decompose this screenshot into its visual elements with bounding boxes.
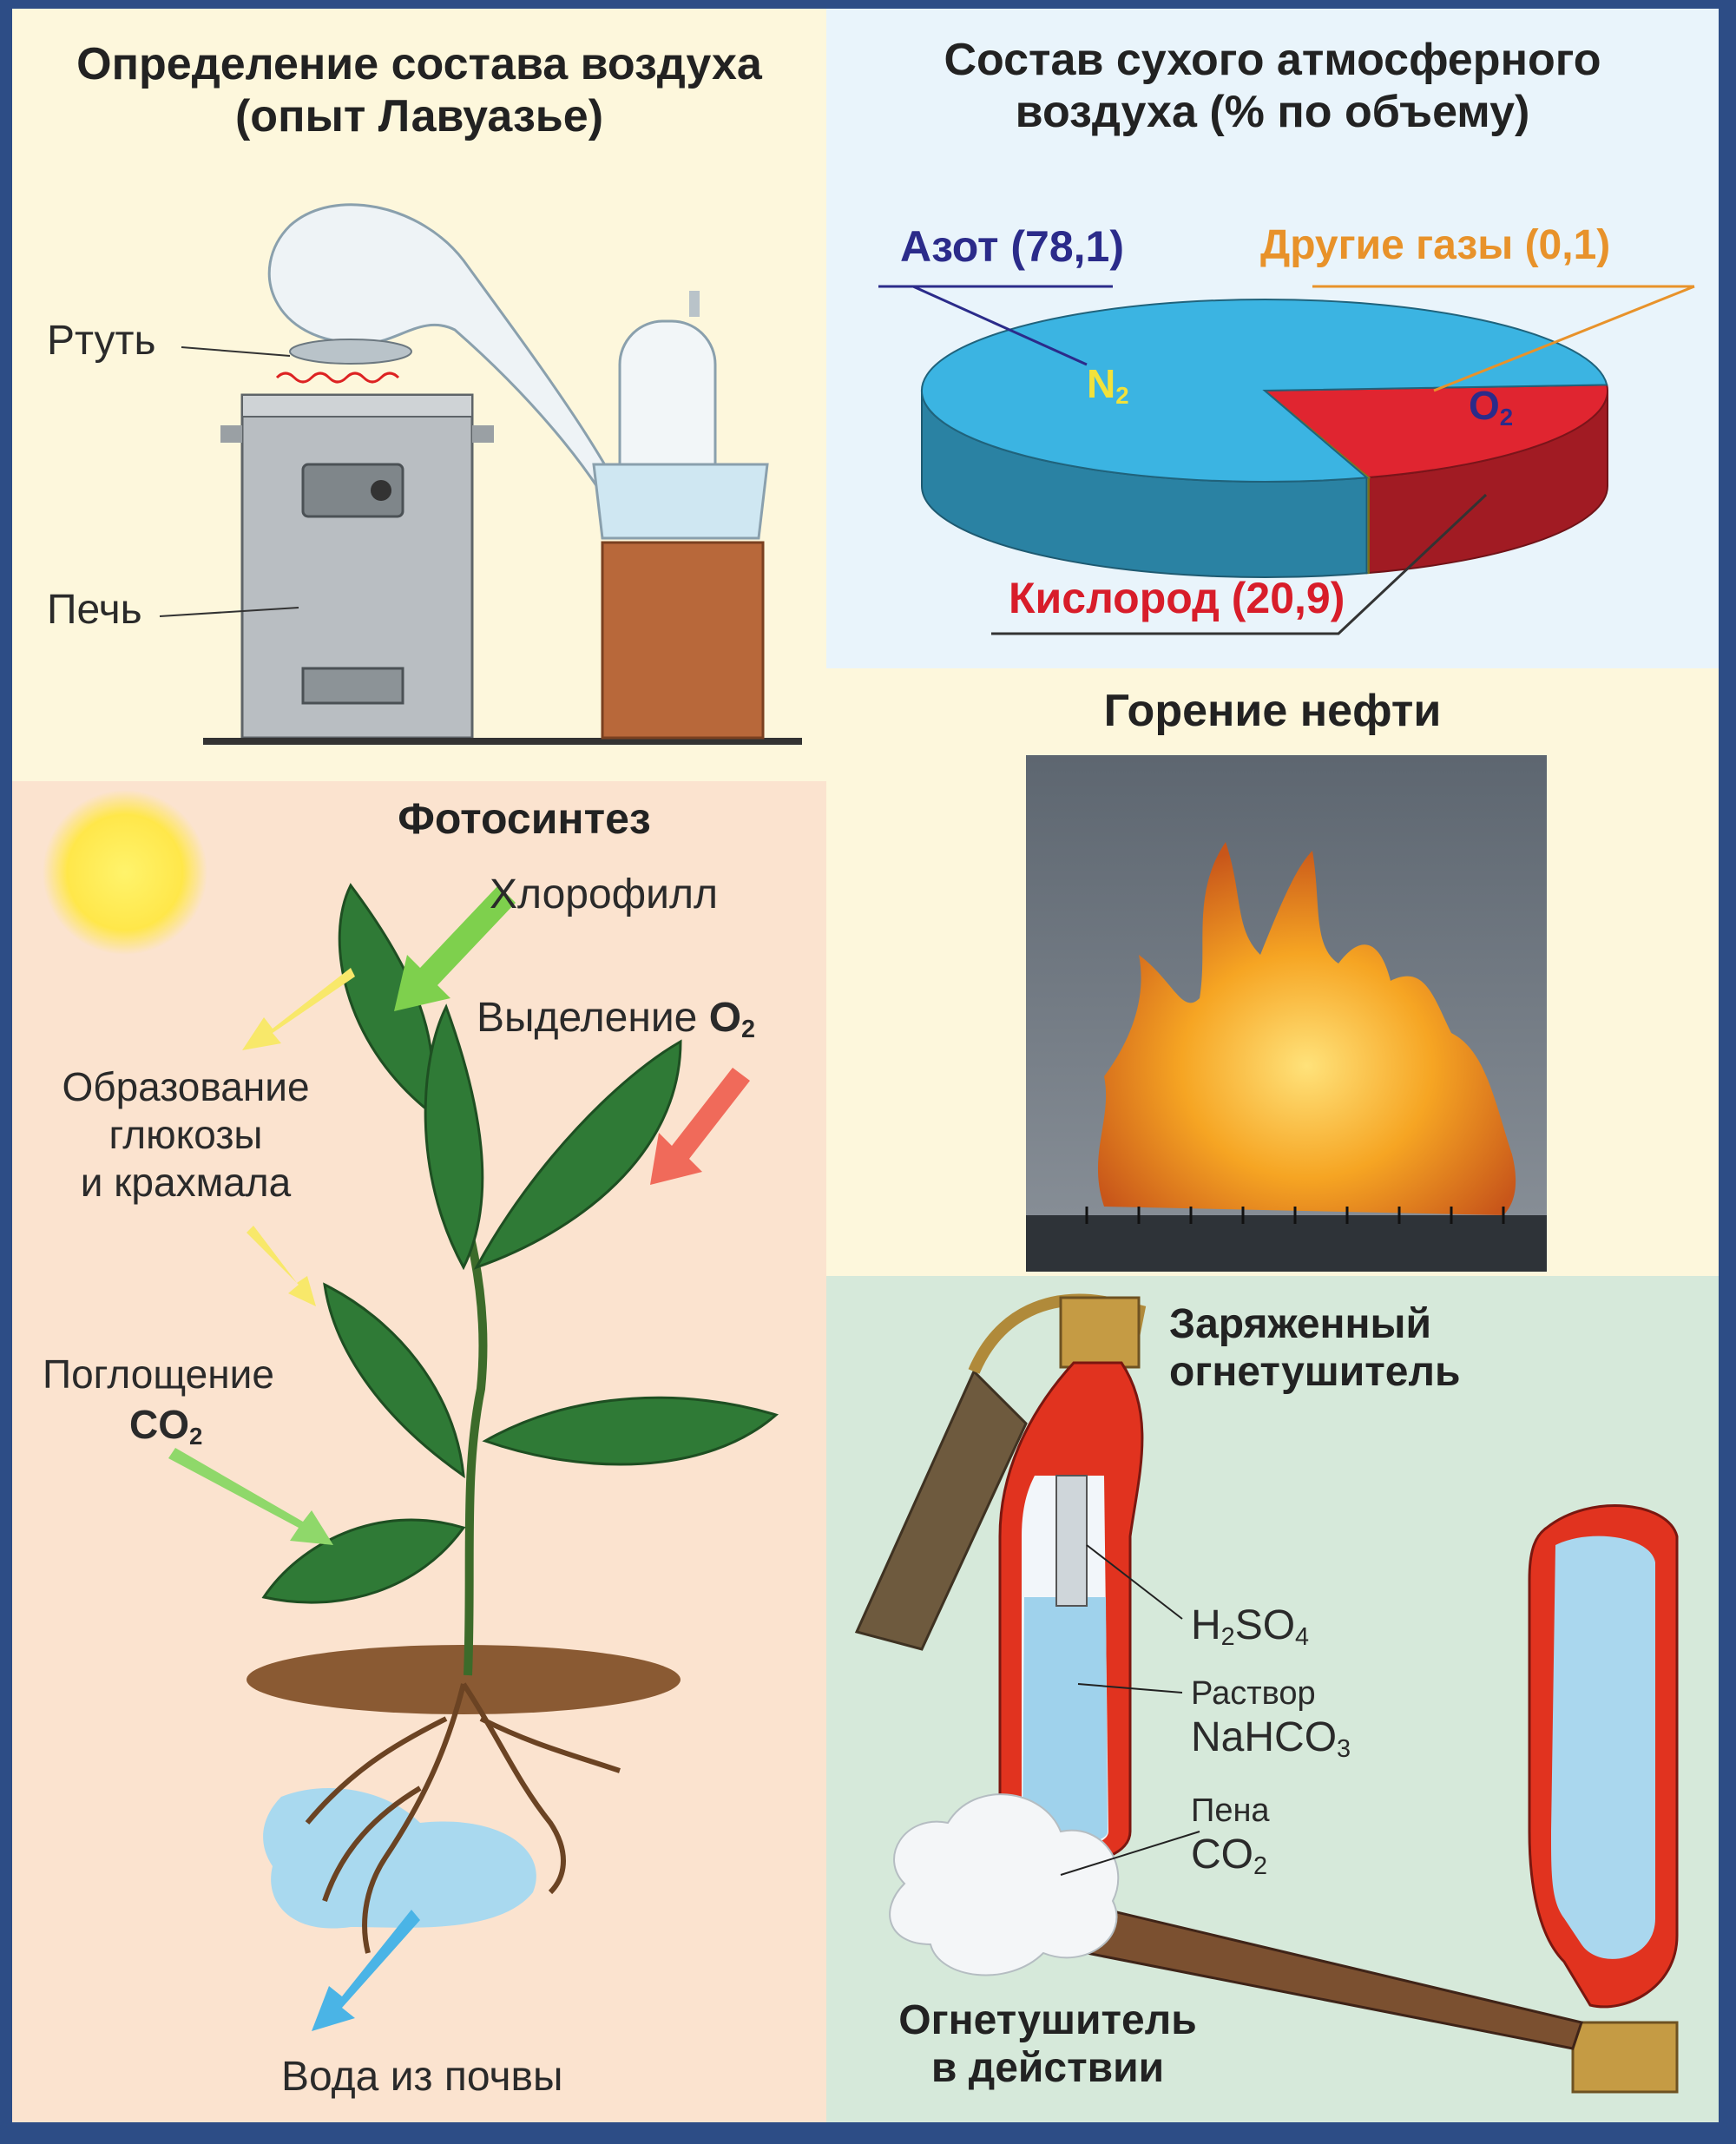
lavoisier-title-line2: (опыт Лавуазье) (234, 90, 604, 141)
basin-stand (601, 541, 765, 740)
charged-label: Заряженный огнетушитель (1169, 1301, 1461, 1396)
n2-symbol: N2 (1087, 361, 1129, 409)
photosynthesis-panel: Фотосинтез (12, 781, 826, 2122)
leaves (261, 883, 779, 1604)
plant-illustration (43, 790, 779, 2031)
composition-panel: Состав сухого атмосферного воздуха (% по… (826, 9, 1719, 668)
o2-arrow (650, 1068, 750, 1185)
foam-cloud (889, 1793, 1120, 1976)
glucose-arrow-2 (247, 1226, 316, 1306)
o2-release-label: Выделение O2 (477, 995, 756, 1044)
other-gases-label: Другие газы (0,1) (1260, 222, 1611, 268)
pie-chart (878, 285, 1695, 635)
other-leader (1312, 285, 1695, 392)
h2so4-label: H2SO4 (1191, 1602, 1310, 1652)
mercury-dish (289, 339, 412, 365)
label-furnace: Печь (47, 587, 142, 633)
nitrogen-label: Азот (78,1) (900, 222, 1125, 271)
flames (1097, 842, 1516, 1215)
retort-glass (267, 203, 639, 536)
chlorophyll-label: Хлорофилл (490, 871, 718, 917)
lavoisier-illustration (159, 203, 802, 745)
glucose-label: Образование глюкозы и крахмала (62, 1064, 310, 1206)
co2-absorb-label: Поглощение CO2 (43, 1352, 274, 1450)
action-label: Огнетушитель в действии (898, 1997, 1197, 2092)
photosynthesis-title: Фотосинтез (398, 794, 651, 843)
mercury-basin (592, 463, 769, 540)
lavoisier-title: Определение состава воздуха (опыт Лавуаз… (12, 39, 826, 143)
solution-label: Раствор NaHCO3 (1191, 1675, 1351, 1763)
acid-ampoule (1055, 1475, 1088, 1607)
oxygen-label: Кислород (20,9) (1009, 574, 1345, 622)
soil (247, 1645, 681, 1714)
water-puddle (263, 1788, 536, 1929)
roots (305, 1682, 621, 1954)
foam-label: Пена CO2 (1191, 1792, 1270, 1880)
extinguisher-panel: Заряженный огнетушитель H2SO4 Раствор Na… (826, 1276, 1719, 2122)
label-mercury: Ртуть (47, 318, 156, 364)
heat-wave (275, 372, 400, 384)
nozzle-cone (854, 1369, 1028, 1651)
lavoisier-title-line1: Определение состава воздуха (76, 39, 762, 89)
combustion-panel: Горение нефти (826, 668, 1719, 1276)
extinguisher-illustration (854, 1293, 1679, 2094)
oil-fire-photo (1026, 755, 1547, 1272)
co2-arrow (168, 1448, 333, 1545)
water-label: Вода из почвы (281, 2054, 563, 2100)
nitrogen-leader (878, 285, 1113, 366)
sun-icon (43, 790, 207, 955)
composition-title: Состав сухого атмосферного воздуха (% по… (826, 35, 1719, 139)
composition-title-line1: Состав сухого атмосферного (944, 35, 1601, 85)
lavoisier-panel: Определение состава воздуха (опыт Лавуаз… (12, 9, 826, 781)
glucose-arrow-1 (242, 968, 355, 1050)
composition-title-line2: воздуха (% по объему) (1015, 86, 1530, 137)
water-arrow (312, 1910, 420, 2031)
chlorophyll-arrow (394, 885, 516, 1011)
o2-symbol: O2 (1469, 383, 1514, 431)
combustion-title: Горение нефти (1103, 686, 1442, 736)
oxygen-leader (991, 493, 1488, 635)
pie-slice-oxygen (1262, 384, 1608, 479)
pie-slice-nitrogen (921, 299, 1608, 483)
